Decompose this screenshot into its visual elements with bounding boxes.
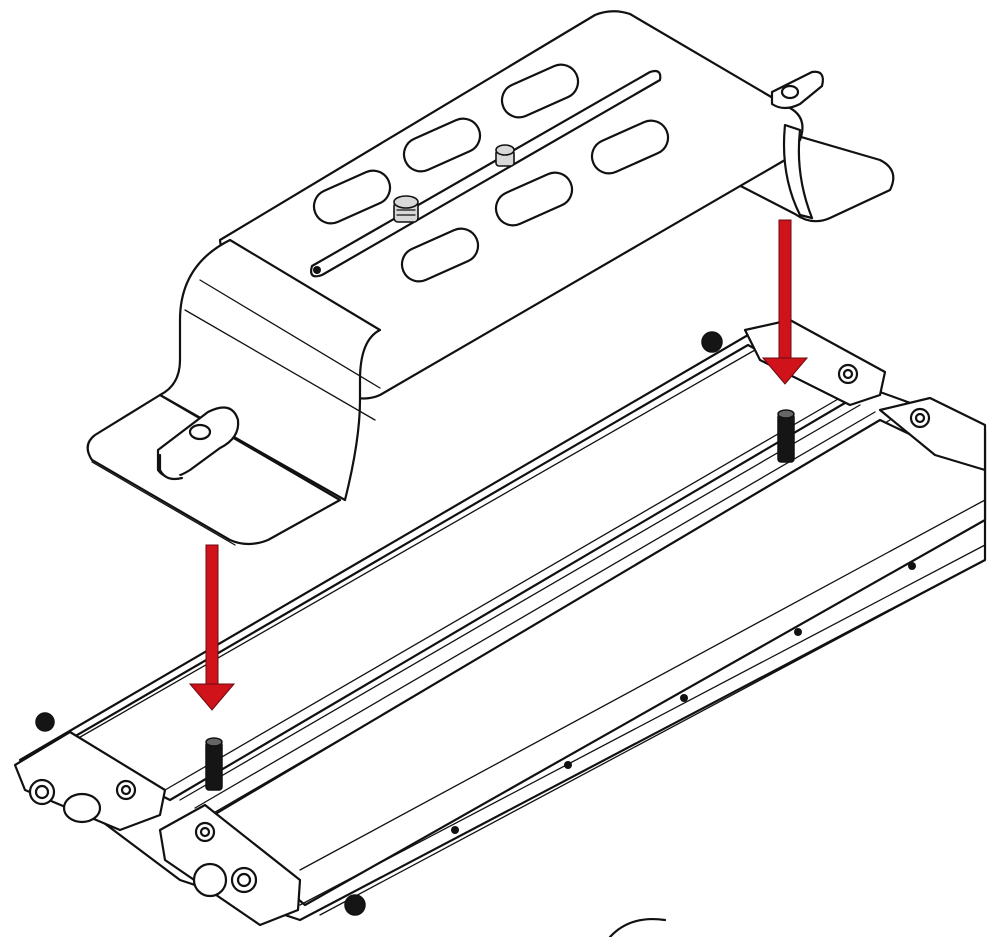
wing-knob-rear (770, 70, 824, 110)
rail-base-plate (18, 326, 987, 922)
slot-screw-large (393, 195, 419, 223)
wing-knob-front (156, 406, 240, 481)
slot-screw-small (495, 144, 515, 167)
down-arrow-front (188, 544, 236, 711)
locating-pin-rear (777, 409, 795, 463)
cut-off-part (608, 918, 667, 937)
locating-pin-front (205, 737, 223, 791)
bridge-bracket (86, 10, 895, 546)
down-arrow-rear (761, 219, 809, 385)
front-clamp-block (13, 712, 366, 927)
